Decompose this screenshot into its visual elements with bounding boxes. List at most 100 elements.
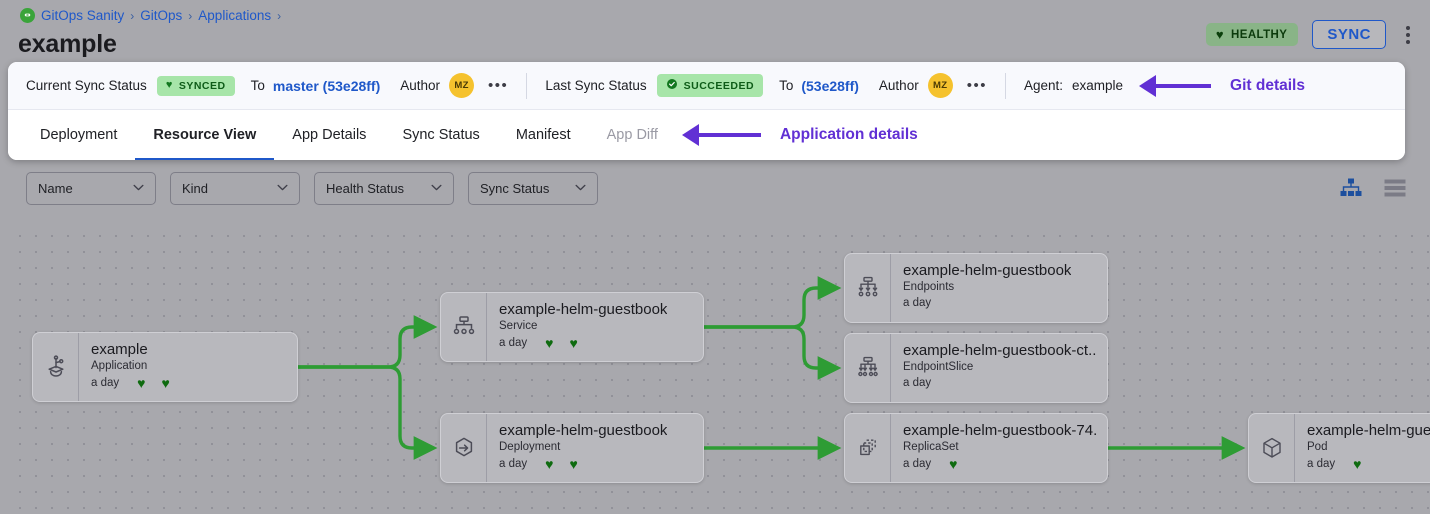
- tab-sync-status[interactable]: Sync Status: [402, 126, 480, 143]
- node-meta: a day ♥: [903, 457, 1097, 471]
- node-kind: Deployment: [499, 441, 561, 454]
- endpoints-icon: [845, 254, 891, 322]
- node-meta: a day ♥ ♥: [91, 376, 170, 390]
- current-sync-status-label: Current Sync Status: [26, 78, 147, 93]
- kebab-menu-icon[interactable]: [1400, 22, 1416, 48]
- breadcrumb-separator-trailing: ›: [277, 8, 282, 23]
- health-status-icon: ♥: [137, 375, 146, 392]
- current-revision-link[interactable]: master (53e28ff): [272, 77, 381, 94]
- tree-view-icon[interactable]: [1340, 178, 1362, 202]
- edge-service-endpointslice: [704, 325, 842, 380]
- app-summary-card: Current Sync Status ♥ SYNCED To master (…: [8, 62, 1405, 160]
- current-more-icon[interactable]: •••: [488, 77, 509, 94]
- filter-health-status[interactable]: Health Status: [314, 172, 454, 205]
- node-age: a day: [903, 297, 932, 310]
- breadcrumb-item-gitops[interactable]: GitOps: [140, 8, 183, 23]
- node-age: a day: [903, 458, 932, 471]
- service-icon: [441, 293, 487, 361]
- graph-node-service[interactable]: example-helm-guestbook Service a day ♥ ♥: [440, 292, 704, 362]
- node-kind: Application: [91, 360, 148, 373]
- graph-node-deployment[interactable]: example-helm-guestbook Deployment a day …: [440, 413, 704, 483]
- graph-edges: [298, 276, 1246, 460]
- divider: [1004, 72, 1006, 99]
- arrow-head-icon: [1139, 74, 1157, 97]
- node-age: a day: [499, 337, 528, 350]
- filter-health-status-label: Health Status: [326, 181, 405, 196]
- current-author-label: Author: [400, 78, 441, 93]
- filter-kind[interactable]: Kind: [170, 172, 300, 205]
- node-title: example-helm-guestbook: [499, 422, 668, 439]
- chevron-down-icon: [277, 183, 288, 194]
- replicaset-icon: [845, 414, 891, 482]
- tab-manifest[interactable]: Manifest: [515, 126, 571, 143]
- edge-service-endpoints: [704, 276, 842, 329]
- breadcrumb-separator: ›: [188, 8, 193, 23]
- tab-app-details[interactable]: App Details: [292, 126, 367, 143]
- arrow-head-icon: [681, 124, 699, 146]
- resource-graph-canvas[interactable]: example Application a day ♥ ♥ example-he…: [8, 222, 1430, 514]
- graph-node-pod[interactable]: example-helm-guest Pod a day ♥: [1248, 413, 1430, 483]
- tab-deployment[interactable]: Deployment: [40, 126, 118, 143]
- node-meta: a day ♥ ♥: [499, 457, 667, 471]
- filter-sync-status[interactable]: Sync Status: [468, 172, 598, 205]
- filter-sync-status-label: Sync Status: [480, 181, 550, 196]
- deployment-icon: [441, 414, 487, 482]
- agent-value: example: [1072, 78, 1124, 93]
- node-age: a day: [91, 377, 120, 390]
- node-title: example-helm-guestbook-ct...: [903, 342, 1097, 359]
- last-sync-status-label: Last Sync Status: [545, 78, 647, 93]
- node-meta: a day ♥ ♥: [499, 336, 667, 350]
- chevron-down-icon: [133, 183, 144, 194]
- annotation-arrow-git-details: [1139, 74, 1212, 97]
- pod-icon: [1249, 414, 1295, 482]
- node-title: example-helm-guestbook: [499, 301, 668, 318]
- avatar[interactable]: MZ: [449, 73, 475, 98]
- current-sync-status-badge: ♥ SYNCED: [156, 75, 235, 96]
- graph-node-endpoints[interactable]: example-helm-guestbook Endpoints a day: [844, 253, 1108, 323]
- filter-name[interactable]: Name: [26, 172, 156, 205]
- list-view-icon[interactable]: [1384, 179, 1406, 202]
- last-to-label: To: [779, 78, 794, 93]
- health-status-icon: ♥: [545, 335, 554, 352]
- avatar[interactable]: MZ: [927, 73, 953, 98]
- tab-app-diff: App Diff: [606, 126, 658, 143]
- arrow-tail: [1156, 83, 1212, 88]
- graph-node-endpointslice[interactable]: example-helm-guestbook-ct... EndpointSli…: [844, 333, 1108, 403]
- annotation-label-git-details: Git details: [1230, 76, 1305, 94]
- node-content: example-helm-guestbook Service a day ♥ ♥: [487, 293, 677, 361]
- graph-node-application[interactable]: example Application a day ♥ ♥: [32, 332, 298, 402]
- node-kind: EndpointSlice: [903, 361, 974, 374]
- breadcrumb-item-gitops-sanity[interactable]: GitOps Sanity: [41, 8, 125, 23]
- last-more-icon[interactable]: •••: [966, 77, 987, 94]
- breadcrumb-item-applications[interactable]: Applications: [198, 8, 272, 23]
- node-age: a day: [499, 458, 528, 471]
- view-toggle-group: [1340, 178, 1406, 202]
- tab-resource-view[interactable]: Resource View: [135, 111, 275, 160]
- sync-button[interactable]: SYNC: [1312, 20, 1386, 49]
- health-status-icon: ♥: [949, 456, 958, 473]
- page-title: example: [18, 30, 117, 58]
- node-title: example-helm-guestbook: [903, 262, 1072, 279]
- health-status-icon: ♥: [545, 456, 554, 473]
- node-title: example-helm-guest: [1307, 422, 1430, 439]
- filter-kind-label: Kind: [182, 181, 209, 196]
- last-revision-link[interactable]: (53e28ff): [801, 77, 859, 94]
- graph-node-replicaset[interactable]: example-helm-guestbook-74... ReplicaSet …: [844, 413, 1108, 483]
- divider: [526, 72, 528, 99]
- node-kind: ReplicaSet: [903, 441, 959, 454]
- arrow-tail: [698, 133, 761, 137]
- check-circle-icon: [666, 78, 678, 93]
- annotation-arrow-application-details: [681, 110, 761, 160]
- last-sync-status-badge: SUCCEEDED: [656, 74, 764, 97]
- gitops-sanity-logo-icon: [20, 8, 35, 23]
- chevron-down-icon: [431, 183, 442, 194]
- status-badge-health: ♥ HEALTHY: [1205, 23, 1299, 46]
- heart-icon: ♥: [165, 79, 173, 91]
- node-meta: a day: [903, 297, 1071, 309]
- endpointslice-icon: [845, 334, 891, 402]
- health-status-icon: ♥: [1353, 456, 1362, 473]
- node-content: example-helm-guest Pod a day ♥: [1295, 414, 1430, 482]
- node-meta: a day ♥: [1307, 457, 1430, 471]
- node-title: example-helm-guestbook-74...: [903, 422, 1097, 439]
